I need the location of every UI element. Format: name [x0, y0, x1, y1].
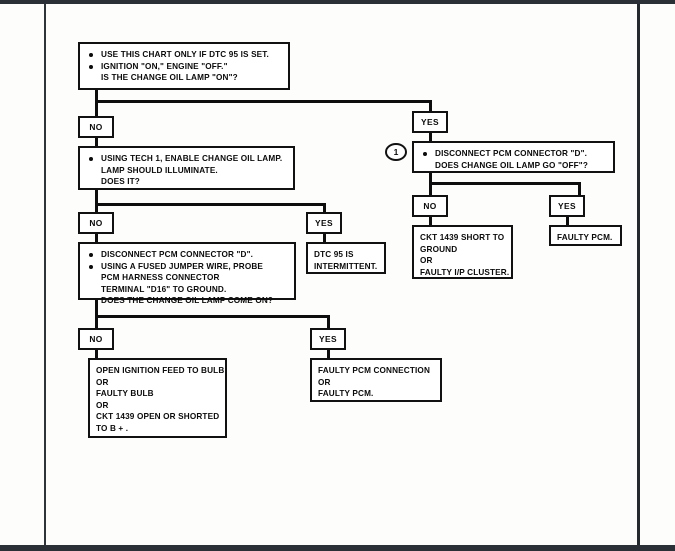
- connector-branch-bar-right: [429, 182, 581, 185]
- jumper-line-1: DISCONNECT PCM CONNECTOR "D".: [101, 250, 254, 259]
- bullet-dot-icon: [89, 64, 93, 69]
- tech1-line-2: LAMP SHOULD ILLUMINATE.: [101, 165, 218, 175]
- connector-start-stem: [95, 90, 98, 103]
- connector-branch-bar-3: [95, 315, 330, 318]
- connector-disconnect-stem: [429, 173, 432, 184]
- open-ignition-line-1: OPEN IGNITION FEED TO BULB: [96, 366, 225, 375]
- jumper-bullet-2: USING A FUSED JUMPER WIRE, PROBE: [88, 261, 288, 273]
- page-frame-right-rule: [637, 4, 640, 545]
- page-frame-left-rule: [44, 4, 46, 545]
- connector-jumper-stem: [95, 300, 98, 318]
- label-yes-1: YES: [412, 111, 448, 133]
- label-no-3: NO: [78, 212, 114, 234]
- jumper-bullet-1: DISCONNECT PCM CONNECTOR "D".: [88, 249, 288, 261]
- start-line-3: IS THE CHANGE OIL LAMP "ON"?: [101, 73, 238, 83]
- open-ignition-line-4: OR: [96, 400, 109, 410]
- start-line-1: USE THIS CHART ONLY IF DTC 95 IS SET.: [101, 50, 269, 59]
- label-yes-2: YES: [549, 195, 585, 217]
- tech1-line-3: DOES IT?: [101, 177, 140, 187]
- tech1-bullet-1: USING TECH 1, ENABLE CHANGE OIL LAMP.: [88, 153, 287, 165]
- disconnect-right-line-2: DOES CHANGE OIL LAMP GO "OFF"?: [435, 160, 588, 170]
- open-ignition-line-6: TO B + .: [96, 423, 129, 433]
- connector-yes-4-drop: [327, 315, 330, 329]
- ckt-short-line-3: OR: [420, 256, 433, 266]
- bullet-dot-icon: [89, 253, 93, 257]
- tech1-line-1: USING TECH 1, ENABLE CHANGE OIL LAMP.: [101, 154, 283, 163]
- label-no-2: NO: [412, 195, 448, 217]
- intermittent-line-2: INTERMITTENT.: [314, 261, 378, 271]
- label-yes-3: YES: [306, 212, 342, 234]
- connector-yes-4-to-faulty-connection: [327, 350, 330, 359]
- bullet-dot-icon: [89, 264, 93, 269]
- connector-yes-2-drop: [578, 182, 581, 196]
- faulty-pcm-right-line-1: FAULTY PCM.: [557, 233, 613, 242]
- node-faulty-pcm-right: FAULTY PCM.: [549, 225, 622, 246]
- start-bullet-2: IGNITION "ON," ENGINE "OFF.": [88, 61, 282, 73]
- faulty-connection-line-1: FAULTY PCM CONNECTION: [318, 366, 431, 375]
- intermittent-line-1: DTC 95 IS: [314, 250, 354, 259]
- start-line-2: IGNITION "ON," ENGINE "OFF.": [101, 61, 228, 71]
- connector-no-2-drop: [429, 182, 432, 196]
- connector-yes-3-drop: [323, 203, 326, 216]
- connector-branch-bar-2: [95, 203, 326, 206]
- start-bullet-1: USE THIS CHART ONLY IF DTC 95 IS SET.: [88, 49, 282, 61]
- connector-branch-bar-1: [95, 100, 432, 103]
- connector-no-1-drop: [95, 100, 98, 117]
- disconnect-right-line-1: DISCONNECT PCM CONNECTOR "D".: [435, 149, 588, 158]
- open-ignition-line-5: CKT 1439 OPEN OR SHORTED: [96, 412, 220, 422]
- connector-yes-1-drop: [429, 100, 432, 112]
- node-tech1: USING TECH 1, ENABLE CHANGE OIL LAMP. LA…: [78, 146, 295, 190]
- reference-marker-1: 1: [385, 143, 407, 161]
- node-faulty-pcm-connection: FAULTY PCM CONNECTION OR FAULTY PCM.: [310, 358, 442, 402]
- jumper-line-3: PCM HARNESS CONNECTOR: [101, 273, 220, 283]
- faulty-connection-line-2: OR: [318, 377, 331, 387]
- node-disconnect-right: DISCONNECT PCM CONNECTOR "D". DOES CHANG…: [412, 141, 615, 173]
- node-ckt-short: CKT 1439 SHORT TO GROUND OR FAULTY I/P C…: [412, 225, 513, 279]
- page-frame-top-edge: [0, 0, 675, 4]
- faulty-connection-line-3: FAULTY PCM.: [318, 389, 374, 399]
- connector-no-4-to-open-ignition: [95, 350, 98, 359]
- connector-no-1-to-tech1: [95, 138, 98, 147]
- open-ignition-line-3: FAULTY BULB: [96, 389, 154, 399]
- connector-yes-2-to-faulty-pcm: [566, 217, 569, 226]
- bullet-dot-icon: [89, 157, 93, 161]
- disconnect-right-bullet-1: DISCONNECT PCM CONNECTOR "D".: [422, 148, 607, 160]
- ckt-short-line-2: GROUND: [420, 244, 458, 254]
- connector-no-3-drop: [95, 203, 98, 216]
- jumper-line-4: TERMINAL "D16" TO GROUND.: [101, 284, 227, 294]
- bullet-dot-icon: [89, 53, 93, 57]
- connector-no-4-drop: [95, 315, 98, 329]
- page-frame-bottom-edge: [0, 545, 675, 551]
- label-no-4: NO: [78, 328, 114, 350]
- ckt-short-line-1: CKT 1439 SHORT TO: [420, 233, 505, 242]
- node-start: USE THIS CHART ONLY IF DTC 95 IS SET. IG…: [78, 42, 290, 90]
- open-ignition-line-2: OR: [96, 377, 109, 387]
- connector-no-2-to-ckt: [429, 217, 432, 226]
- label-yes-4: YES: [310, 328, 346, 350]
- connector-yes-3-to-intermittent: [323, 234, 326, 243]
- node-dtc95-intermittent: DTC 95 IS INTERMITTENT.: [306, 242, 386, 274]
- jumper-line-5: DOES THE CHANGE OIL LAMP COME ON?: [101, 296, 274, 306]
- connector-no-3-to-jumper: [95, 234, 98, 243]
- connector-tech1-stem: [95, 190, 98, 206]
- node-open-ignition: OPEN IGNITION FEED TO BULB OR FAULTY BUL…: [88, 358, 227, 438]
- connector-yes-1-to-disconnect: [429, 133, 432, 142]
- ckt-short-line-4: FAULTY I/P CLUSTER.: [420, 267, 510, 277]
- label-no-1: NO: [78, 116, 114, 138]
- jumper-line-2: USING A FUSED JUMPER WIRE, PROBE: [101, 261, 264, 271]
- bullet-dot-icon: [423, 152, 427, 156]
- node-jumper: DISCONNECT PCM CONNECTOR "D". USING A FU…: [78, 242, 296, 305]
